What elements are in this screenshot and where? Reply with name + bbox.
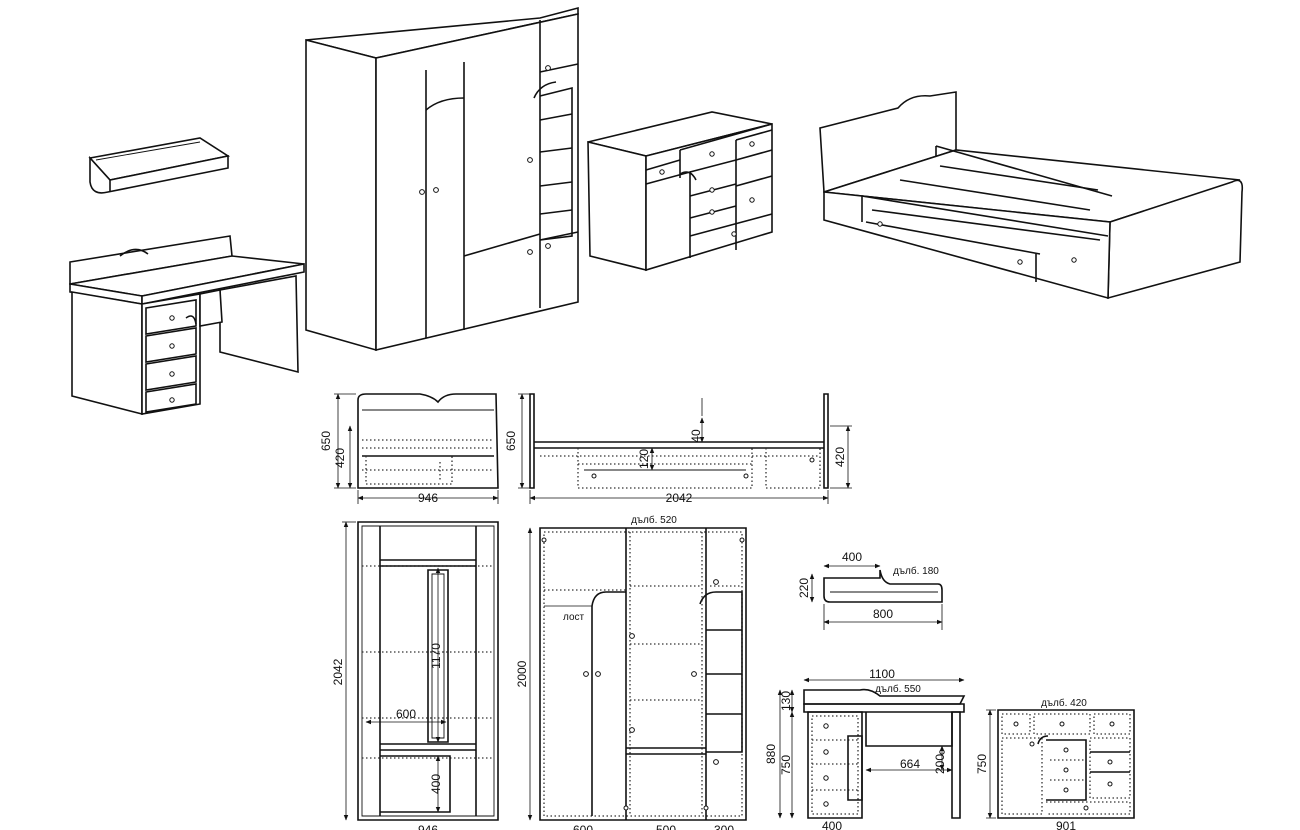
- dim-desk-body: 750: [779, 755, 793, 775]
- wardrobe-3d: [305, 6, 579, 352]
- dim-bed-length: 2042: [666, 491, 693, 505]
- dim-dresser-width: 901: [1056, 819, 1076, 830]
- bed-front-view: 650 40 120 420 2042: [504, 393, 852, 505]
- dim-wardrobe-height: 2042: [331, 658, 345, 685]
- dim-wardrobe-lower: 400: [429, 774, 443, 794]
- label-hanging-rod: лост: [563, 612, 585, 623]
- desk-front-view: 1100 дълб. 550 130 880 750 664 200 400: [764, 667, 966, 830]
- dim-bed-drawer-height: 420: [333, 448, 347, 468]
- dim-shelf-top: 400: [842, 550, 862, 564]
- dim-desk-cabinet: 400: [822, 819, 842, 830]
- desk-3d: [69, 235, 305, 416]
- dim-bed-leg: 420: [833, 447, 847, 467]
- bed-side-view: 650 420 946: [319, 393, 499, 505]
- wall-shelf-3d: [88, 137, 231, 194]
- shelf-side-view: 400 дълб. 180 220 800: [797, 550, 943, 630]
- dim-dresser-height: 750: [975, 754, 989, 774]
- dim-shelf-depth: дълб. 180: [893, 565, 939, 577]
- dim-desk-top: 130: [779, 691, 793, 711]
- dim-wardrobe-width: 946: [418, 823, 438, 830]
- wardrobe-side-view: 2042 1170 600 400 946: [331, 521, 499, 830]
- dim-shelf-width: 800: [873, 607, 893, 621]
- dim-desk-width: 1100: [869, 667, 895, 681]
- dim-wardrobe-w1: 600: [573, 823, 593, 830]
- dim-desk-drawer: 200: [933, 754, 947, 774]
- dim-wardrobe-w2: 500: [656, 823, 676, 830]
- bed-3d: [819, 91, 1244, 300]
- dim-desk-knee: 664: [900, 757, 920, 771]
- dresser-3d: [587, 111, 773, 272]
- wardrobe-front-view: дълб. 520 2000 лост 600 500 300: [515, 514, 747, 830]
- dim-wardrobe-inner-height: 1170: [429, 643, 443, 669]
- dim-bed-width: 946: [418, 491, 438, 505]
- dim-bed-drawer: 120: [637, 449, 651, 469]
- dim-wardrobe-w3: 300: [714, 823, 734, 830]
- dim-bed-front-height: 650: [504, 431, 518, 451]
- dim-dresser-depth: дълб. 420: [1041, 697, 1087, 709]
- dim-wardrobe-inner-width: 600: [396, 707, 416, 721]
- dim-desk-total: 880: [764, 744, 778, 764]
- dim-shelf-height: 220: [797, 578, 811, 598]
- dim-desk-depth: дълб. 550: [875, 683, 921, 695]
- dim-bed-height: 650: [319, 431, 333, 451]
- dim-wardrobe-depth: дълб. 520: [631, 514, 677, 526]
- dim-wardrobe-front-height: 2000: [515, 660, 529, 687]
- dresser-front-view: дълб. 420 750 901: [975, 697, 1135, 830]
- dim-bed-gap: 40: [689, 429, 703, 443]
